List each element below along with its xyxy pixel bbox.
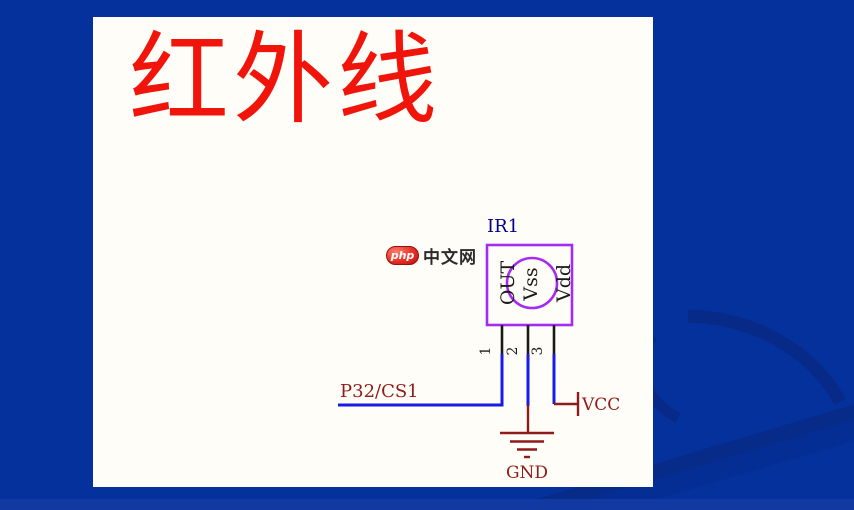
ground-symbol <box>500 405 554 459</box>
pin-label-out: OUT <box>497 261 519 306</box>
bottom-accent-strip <box>0 499 854 510</box>
swirl-band <box>555 410 854 510</box>
watermark-site-name: 中文网 <box>423 248 477 268</box>
swirl-arc <box>687 309 846 406</box>
vcc-power-bar <box>554 392 580 416</box>
content-panel: 红外线 php 中文网 IR1 OUT Vss Vdd 1 <box>93 17 653 487</box>
php-logo-icon: php <box>386 246 419 265</box>
pin-number-1: 1 <box>478 347 494 356</box>
php-watermark: php 中文网 <box>386 243 477 268</box>
gnd-label: GND <box>506 463 548 483</box>
ir-receiver-schematic: IR1 OUT Vss Vdd 1 2 3 <box>338 216 620 483</box>
component-pins <box>500 325 556 354</box>
ir-receiver-body <box>485 243 574 327</box>
pin-number-2: 2 <box>505 347 521 356</box>
pin-label-vdd: Vdd <box>553 264 575 303</box>
ir-receiver-lens <box>505 256 559 310</box>
vcc-label: VCC <box>581 395 620 415</box>
php-logo-text: php <box>390 249 415 262</box>
pin-label-vss: Vss <box>520 267 542 301</box>
slide-title: 红外线 <box>129 21 441 138</box>
swirl-band <box>537 404 854 510</box>
component-designator: IR1 <box>487 216 519 237</box>
pin-number-3: 3 <box>530 347 546 356</box>
signal-wire-pin1 <box>338 354 504 407</box>
net-label-p32-cs1: P32/CS1 <box>340 381 419 402</box>
